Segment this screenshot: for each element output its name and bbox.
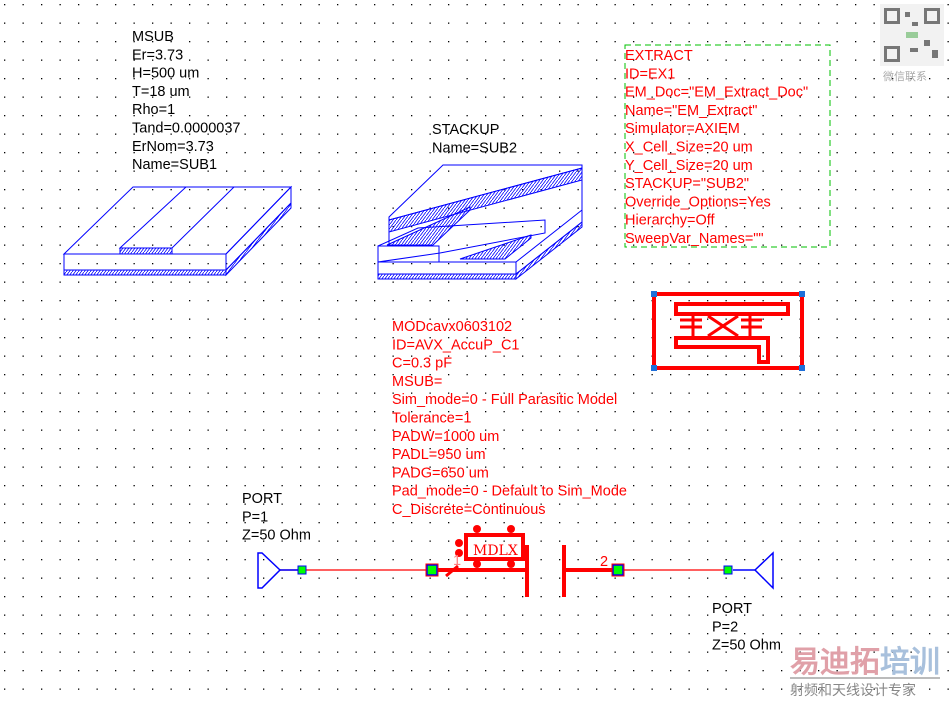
msub-param-line: Rho=1 [132, 102, 175, 118]
selection-handle[interactable] [799, 291, 805, 297]
brand-tagline: 射频和天线设计专家 [790, 682, 916, 699]
msub-param-line: H=500 um [132, 66, 199, 82]
port-1[interactable]: PORT P=1Z=50 Ohm [242, 491, 311, 589]
extract-param-line: Y_Cell_Size=20 um [625, 158, 753, 174]
port2-param-line: PORT [712, 601, 752, 617]
extract-dashed-box [624, 44, 831, 248]
extract-param-line: Simulator=AXIEM [625, 121, 740, 137]
selection-handle[interactable] [651, 291, 657, 297]
selection-handle[interactable] [651, 365, 657, 371]
port-2[interactable]: PORT P=2Z=50 Ohm [712, 551, 781, 654]
capacitor-param-line: MSUB= [392, 374, 442, 390]
capacitor-param-line: Sim_mode=0 - Full Parasitic Model [392, 392, 617, 408]
msub-icon [62, 185, 293, 277]
extract-param-line: ID=EX1 [625, 66, 675, 82]
msub-param-line: MSUB [132, 29, 174, 45]
cap-node-1[interactable] [426, 564, 438, 576]
capacitor-param-line: C_Discrete=Continuous [392, 502, 546, 518]
extract-param-line: Name="EM_Extract" [625, 103, 757, 119]
brand-name: 易迪拓培训 [790, 645, 940, 680]
port1-param-line: PORT [242, 491, 282, 507]
capacitor-param-line: C=0.3 pF [392, 356, 452, 372]
pin1-label: 1 [453, 553, 461, 569]
stackup-icon [377, 164, 583, 281]
pin2-label: 2 [600, 554, 608, 570]
port2-node[interactable] [723, 565, 733, 575]
extract-param-line: EXTRACT [625, 48, 693, 64]
capacitor-param-line: Tolerance=1 [392, 411, 471, 427]
extract-param-line: SweepVar_Names="" [625, 231, 764, 247]
stackup-element[interactable]: STACKUP Name=SUB2 [377, 122, 583, 281]
capacitor-param-line: PADL=950 um [392, 447, 486, 463]
port2-param-line: P=2 [712, 619, 738, 635]
port1-param-line: Z=50 Ohm [242, 528, 311, 544]
brand-watermark: 易迪拓培训 射频和天线设计专家 [790, 645, 940, 699]
extract-param-line: EM_Doc="EM_Extract_Doc" [625, 85, 808, 101]
msub-param-line: ErNom=3.73 [132, 139, 214, 155]
stackup-param-line: STACKUP [432, 122, 499, 138]
capacitor-param-line: ID=AVX_AccuP_C1 [392, 337, 519, 353]
capacitor-param-line: Pad_mode=0 - Default to Sim_Mode [392, 484, 627, 500]
port2-param-line: Z=50 Ohm [712, 638, 781, 654]
msub-param-line: T=18 um [132, 84, 190, 100]
port1-param-line: P=1 [242, 509, 268, 525]
stackup-param-line: Name=SUB2 [432, 140, 517, 156]
extract-param-line: STACKUP="SUB2" [625, 176, 749, 192]
extract-symbol[interactable] [651, 291, 805, 371]
msub-element[interactable]: MSUB Er=3.73H=500 um T=18 um Rho=1Tand=0.00… [62, 29, 293, 277]
msub-param-line: Tand=0.0000037 [132, 121, 240, 137]
extract-param-line: Override_Options=Yes [625, 194, 771, 210]
port1-node[interactable] [297, 565, 307, 575]
extract-param-line: X_Cell_Size=20 um [625, 140, 753, 156]
qr-watermark: 微信联系 [880, 4, 944, 83]
port2-symbol [753, 551, 774, 590]
msub-param-line: Name=SUB1 [132, 157, 217, 173]
port1-symbol [257, 552, 282, 589]
msub-param-line: Er=3.73 [132, 47, 183, 63]
selection-handle[interactable] [799, 365, 805, 371]
capacitor-param-line: PADW=1000 um [392, 429, 499, 445]
cap-node-2[interactable] [612, 564, 624, 576]
capacitor-symbol-label: MDLX [473, 543, 518, 559]
capacitor-param-line: MODcavx0603102 [392, 319, 512, 335]
capacitor-symbol[interactable]: MDLX 1 2 [425, 525, 625, 597]
capacitor-param-line: PADG=650 um [392, 465, 489, 481]
qr-caption: 微信联系 [883, 69, 927, 83]
extract-param-line: Hierarchy=Off [625, 213, 716, 229]
